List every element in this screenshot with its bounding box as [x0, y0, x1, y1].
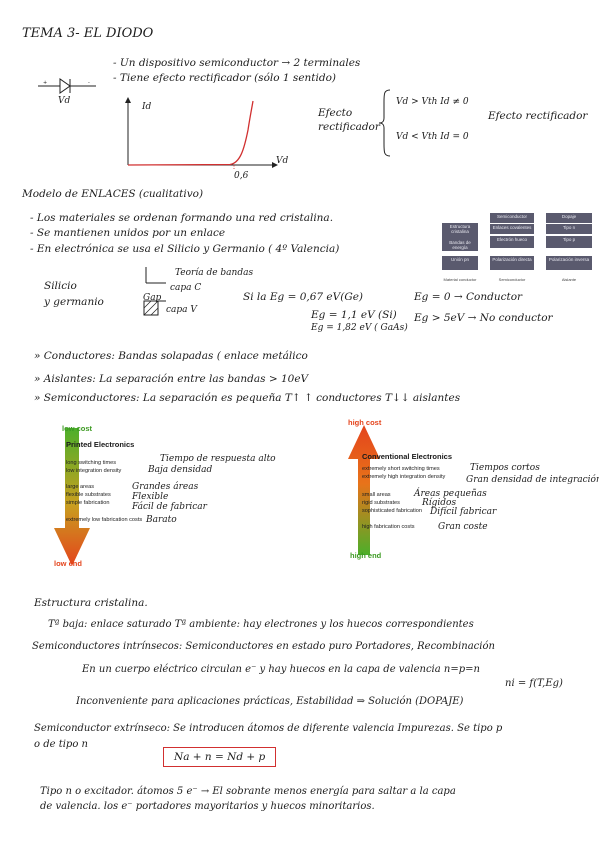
crystal-line-3: En un cuerpo eléctrico circulan e⁻ y hay… [82, 664, 480, 675]
conventional-title: Conventional Electronics [362, 452, 453, 461]
diagram-caption: Aislante [561, 277, 577, 282]
printed-note: Flexible [132, 492, 169, 502]
iv-knee-label: 0,6 [234, 171, 249, 181]
diagram-box: Enlaces covalentes [490, 224, 534, 234]
diagram-box: Estructura cristalina [442, 223, 478, 239]
band-diagram-icon [143, 267, 166, 316]
diagram-caption: Material conductor [443, 277, 477, 282]
bonds-line-2: - Se mantienen unidos por un enlace [30, 227, 226, 239]
crystal-line-5: Semiconductor extrínseco: Se introducen … [34, 723, 503, 734]
diagram-box: Electrón hueco [490, 236, 534, 248]
dopaje-formula-box: Na + n = Nd + p [163, 747, 277, 768]
rectificador-label: rectificador [318, 121, 380, 133]
crystal-line-6: Tipo n o excitador. átomos 5 e⁻ → El sob… [40, 786, 456, 797]
brace-icon [378, 89, 391, 157]
diagram-box: Semiconductor [490, 213, 534, 223]
conventional-note: Gran coste [438, 522, 488, 532]
conventional-item: sophisticated fabrication [362, 508, 423, 514]
crystal-line-5b: o de tipo n [34, 739, 88, 750]
conventional-item: rigid substrates [362, 500, 400, 506]
printed-note: Grandes áreas [132, 482, 199, 492]
conventional-bottom-label: high end [350, 551, 382, 560]
eg-zero: Eg = 0 → Conductor [414, 291, 523, 303]
diagram-box: Tipo n [546, 224, 592, 234]
conventional-item: high fabrication costs [362, 524, 415, 530]
conventional-note: Rígidos [422, 498, 457, 508]
iv-curve-graph [125, 97, 278, 169]
conventional-item: extremely high integration density [362, 474, 446, 480]
diagram-box: Dopaje [546, 213, 592, 223]
conventional-note: Difícil fabricar [430, 507, 497, 517]
printed-note: Barato [146, 515, 177, 525]
bullet-dispositivo: - Un dispositivo semiconductor → 2 termi… [113, 57, 361, 69]
page-title: TEMA 3- EL DIODO [22, 26, 154, 41]
iv-ylabel: Id [142, 102, 152, 112]
conductores-line: » Conductores: Bandas solapadas ( enlace… [34, 350, 308, 362]
eg-gaas: Eg = 1,82 eV ( GaAs) [311, 323, 408, 333]
diagram-caption: Semiconductor [498, 277, 526, 282]
printed-item: low integration density [66, 468, 122, 474]
conventional-top-label: high cost [348, 418, 382, 427]
bonds-heading: Modelo de ENLACES (cualitativo) [22, 188, 204, 200]
teoria-bandas-label: Teoría de bandas [175, 268, 254, 278]
svg-text:-: - [88, 80, 90, 86]
crystal-line-1: Tª baja: enlace saturado Tª ambiente: ha… [48, 619, 474, 630]
eg-ge: Si la Eg = 0,67 eV(Ge) [243, 291, 364, 303]
printed-top-label: low cost [62, 424, 93, 433]
capa-v-label: capa V [166, 305, 197, 315]
printed-item: extremely low fabrication costs [66, 517, 143, 523]
crystal-line-4: Inconveniente para aplicaciones práctica… [76, 696, 464, 707]
diagram-box: Polarización directa [490, 256, 534, 270]
rect-cond-1: Vd > Vth Id ≠ 0 [396, 97, 469, 107]
diagram-box: Bandas de energía [442, 239, 478, 251]
semiconductores-line: » Semiconductores: La separación es pequ… [34, 392, 461, 404]
bonds-line-1: - Los materiales se ordenan formando una… [30, 212, 334, 224]
conventional-note: Áreas pequeñas [414, 489, 487, 499]
diagram-box: Unión pn [442, 256, 478, 270]
printed-note: Tiempo de respuesta alto [160, 454, 276, 464]
diode-label: Vd [58, 96, 71, 106]
conventional-note: Gran densidad de integración [466, 475, 599, 485]
printed-note: Fácil de fabricar [132, 502, 207, 512]
rect-cond-2: Vd < Vth Id = 0 [396, 132, 469, 142]
printed-title: Printed Electronics [66, 440, 135, 449]
silicio-label: Silicio [44, 280, 77, 292]
gap-label: Gap [143, 293, 162, 303]
rect-result: Efecto rectificador [488, 110, 588, 122]
diagram-box: Polarización inversa [546, 256, 592, 270]
conventional-electronics-arrow [348, 425, 380, 555]
conventional-item: small areas [362, 492, 391, 498]
svg-text:+: + [43, 80, 47, 86]
printed-bottom-label: low end [54, 559, 82, 568]
aislantes-line: » Aislantes: La separación entre las ban… [34, 373, 309, 385]
printed-electronics-arrow [54, 428, 90, 566]
eg-si: Eg = 1,1 eV (Si) [311, 309, 397, 321]
printed-item: flexible substrates [66, 492, 111, 498]
printed-item: long switching times [66, 460, 117, 466]
diagram-box: Tipo p [546, 236, 592, 248]
printed-item: large areas [66, 484, 94, 490]
bonds-line-3: - En electrónica se usa el Silicio y Ger… [30, 243, 340, 255]
crystal-line-2: Semiconductores intrínsecos: Semiconduct… [32, 641, 495, 652]
conventional-note: Tiempos cortos [470, 463, 540, 473]
printed-note: Baja densidad [148, 465, 213, 475]
conventional-item: extremely short switching times [362, 466, 440, 472]
crystal-heading: Estructura cristalina. [34, 597, 148, 609]
iv-xlabel: Vd [276, 156, 289, 166]
bullet-rectificador: - Tiene efecto rectificador (sólo 1 sent… [113, 72, 337, 84]
efecto-label: Efecto [318, 107, 353, 119]
printed-item: simple fabrication [66, 500, 110, 506]
eg-big: Eg > 5eV → No conductor [414, 312, 553, 324]
diode-symbol-icon: + - [38, 78, 96, 94]
germanio-label: y germanio [44, 296, 104, 308]
capa-c-label: capa C [170, 283, 202, 293]
crystal-line-7: de valencia. los e⁻ portadores mayoritar… [40, 801, 375, 812]
crystal-line-3b: ni = f(T,Eg) [505, 678, 563, 689]
